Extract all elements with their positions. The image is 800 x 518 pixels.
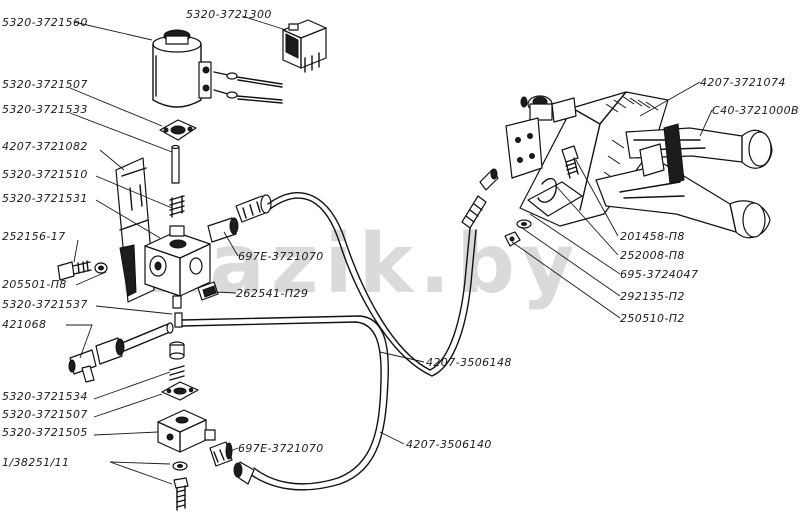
label-5320-3721531: 5320-3721531 (2, 192, 88, 205)
horn-clamp (639, 123, 685, 185)
label-292135-p2: 292135-П2 (620, 290, 685, 303)
label-5320-3721507-upper: 5320-3721507 (2, 78, 88, 91)
label-252156-17: 252156-17 (2, 230, 66, 243)
bolt-part (57, 260, 108, 281)
label-205501-p8: 205501-П8 (2, 278, 67, 291)
valve-cylinder-part (152, 29, 212, 108)
lower-valve-body (157, 409, 216, 453)
fitting-upper (207, 194, 272, 243)
label-250510-p2: 250510-П2 (620, 312, 685, 325)
label-5320-3721507-lower: 5320-3721507 (2, 408, 88, 421)
label-697e-3721070-upper: 697Е-3721070 (238, 250, 324, 263)
label-5320-3721537: 5320-3721537 (2, 298, 88, 311)
label-421068: 421068 (2, 318, 46, 331)
label-5320-3721533: 5320-3721533 (2, 103, 88, 116)
horn-upper (625, 127, 773, 169)
horn-lower (595, 163, 771, 239)
label-697e-3721070-lower: 697Е-3721070 (238, 442, 324, 455)
lower-washer (172, 461, 188, 471)
spring-lower (169, 365, 185, 381)
label-5320-3721534: 5320-3721534 (2, 390, 88, 403)
tee-fitting (68, 337, 125, 383)
label-5320-3721300: 5320-3721300 (186, 8, 272, 21)
lower-cap (169, 341, 185, 360)
lower-bolt (173, 477, 189, 511)
fitting-lower (209, 441, 233, 467)
solenoid-valve (520, 95, 577, 123)
label-4207-3721074: 4207-3721074 (700, 76, 786, 89)
label-5320-3721505: 5320-3721505 (2, 426, 88, 439)
gasket-upper (159, 119, 197, 141)
gasket-lower (161, 381, 199, 401)
plug-part (197, 281, 219, 301)
label-262541-p29: 262541-П29 (236, 287, 308, 300)
relay-part (282, 19, 327, 73)
label-5320-3721510: 5320-3721510 (2, 168, 88, 181)
valve-body (144, 225, 211, 297)
label-4207-3506140: 4207-3506140 (406, 438, 492, 451)
label-201458-p8: 201458-П8 (620, 230, 685, 243)
wire-leads (213, 71, 283, 104)
part-labels: 5320-3721560 5320-3721300 5320-3721507 5… (2, 8, 799, 469)
short-hose (121, 322, 174, 352)
pipe-4207-3506140 (181, 315, 389, 491)
leader-lines (66, 15, 713, 485)
label-5320-3721560: 5320-3721560 (2, 16, 88, 29)
push-rod (171, 144, 180, 184)
bracket-plate (505, 117, 543, 179)
label-4207-3721082: 4207-3721082 (2, 140, 88, 153)
hardware-group (504, 145, 579, 247)
label-252008-p8: 252008-П8 (620, 249, 685, 262)
label-695-3724047: 695-3724047 (620, 268, 698, 281)
label-c40-3721000b: С40-3721000В (712, 104, 799, 117)
spring-upper (169, 195, 185, 218)
label-4207-3506148: 4207-3506148 (426, 356, 512, 369)
label-1-38251-11: 1/38251/11 (2, 456, 69, 469)
